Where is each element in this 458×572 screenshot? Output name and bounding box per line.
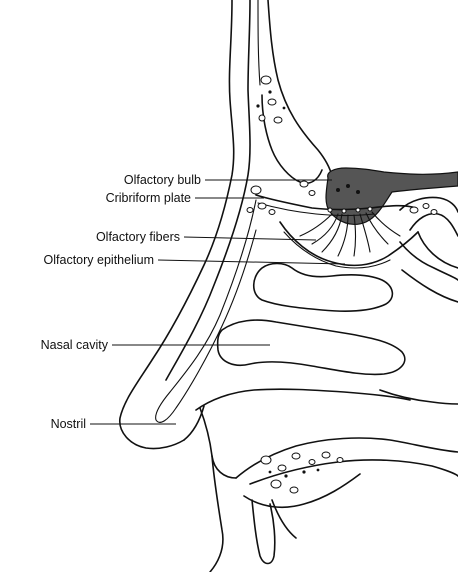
label-olfactory-fibers: Olfactory fibers (96, 230, 180, 244)
leader-olfactory-epithelium (158, 260, 345, 264)
hard-palate (236, 438, 458, 507)
frontal-bone (256, 76, 322, 196)
label-cribriform-plate: Cribriform plate (106, 191, 191, 205)
leader-lines (90, 180, 345, 424)
label-nostril: Nostril (51, 417, 86, 431)
label-nasal-cavity: Nasal cavity (41, 338, 109, 352)
nose-outer-profile (120, 0, 332, 449)
leader-olfactory-fibers (184, 237, 316, 240)
label-olfactory-bulb: Olfactory bulb (124, 173, 201, 187)
nostril-region (184, 406, 236, 478)
label-olfactory-epithelium: Olfactory epithelium (44, 253, 154, 267)
olfactory-epithelium-shape (280, 222, 418, 268)
sphenoid-bone (400, 198, 458, 281)
labels: Olfactory bulb Cribriform plate Olfactor… (41, 173, 201, 431)
nasal-bone-strip (156, 0, 260, 422)
turbinates (196, 264, 458, 411)
